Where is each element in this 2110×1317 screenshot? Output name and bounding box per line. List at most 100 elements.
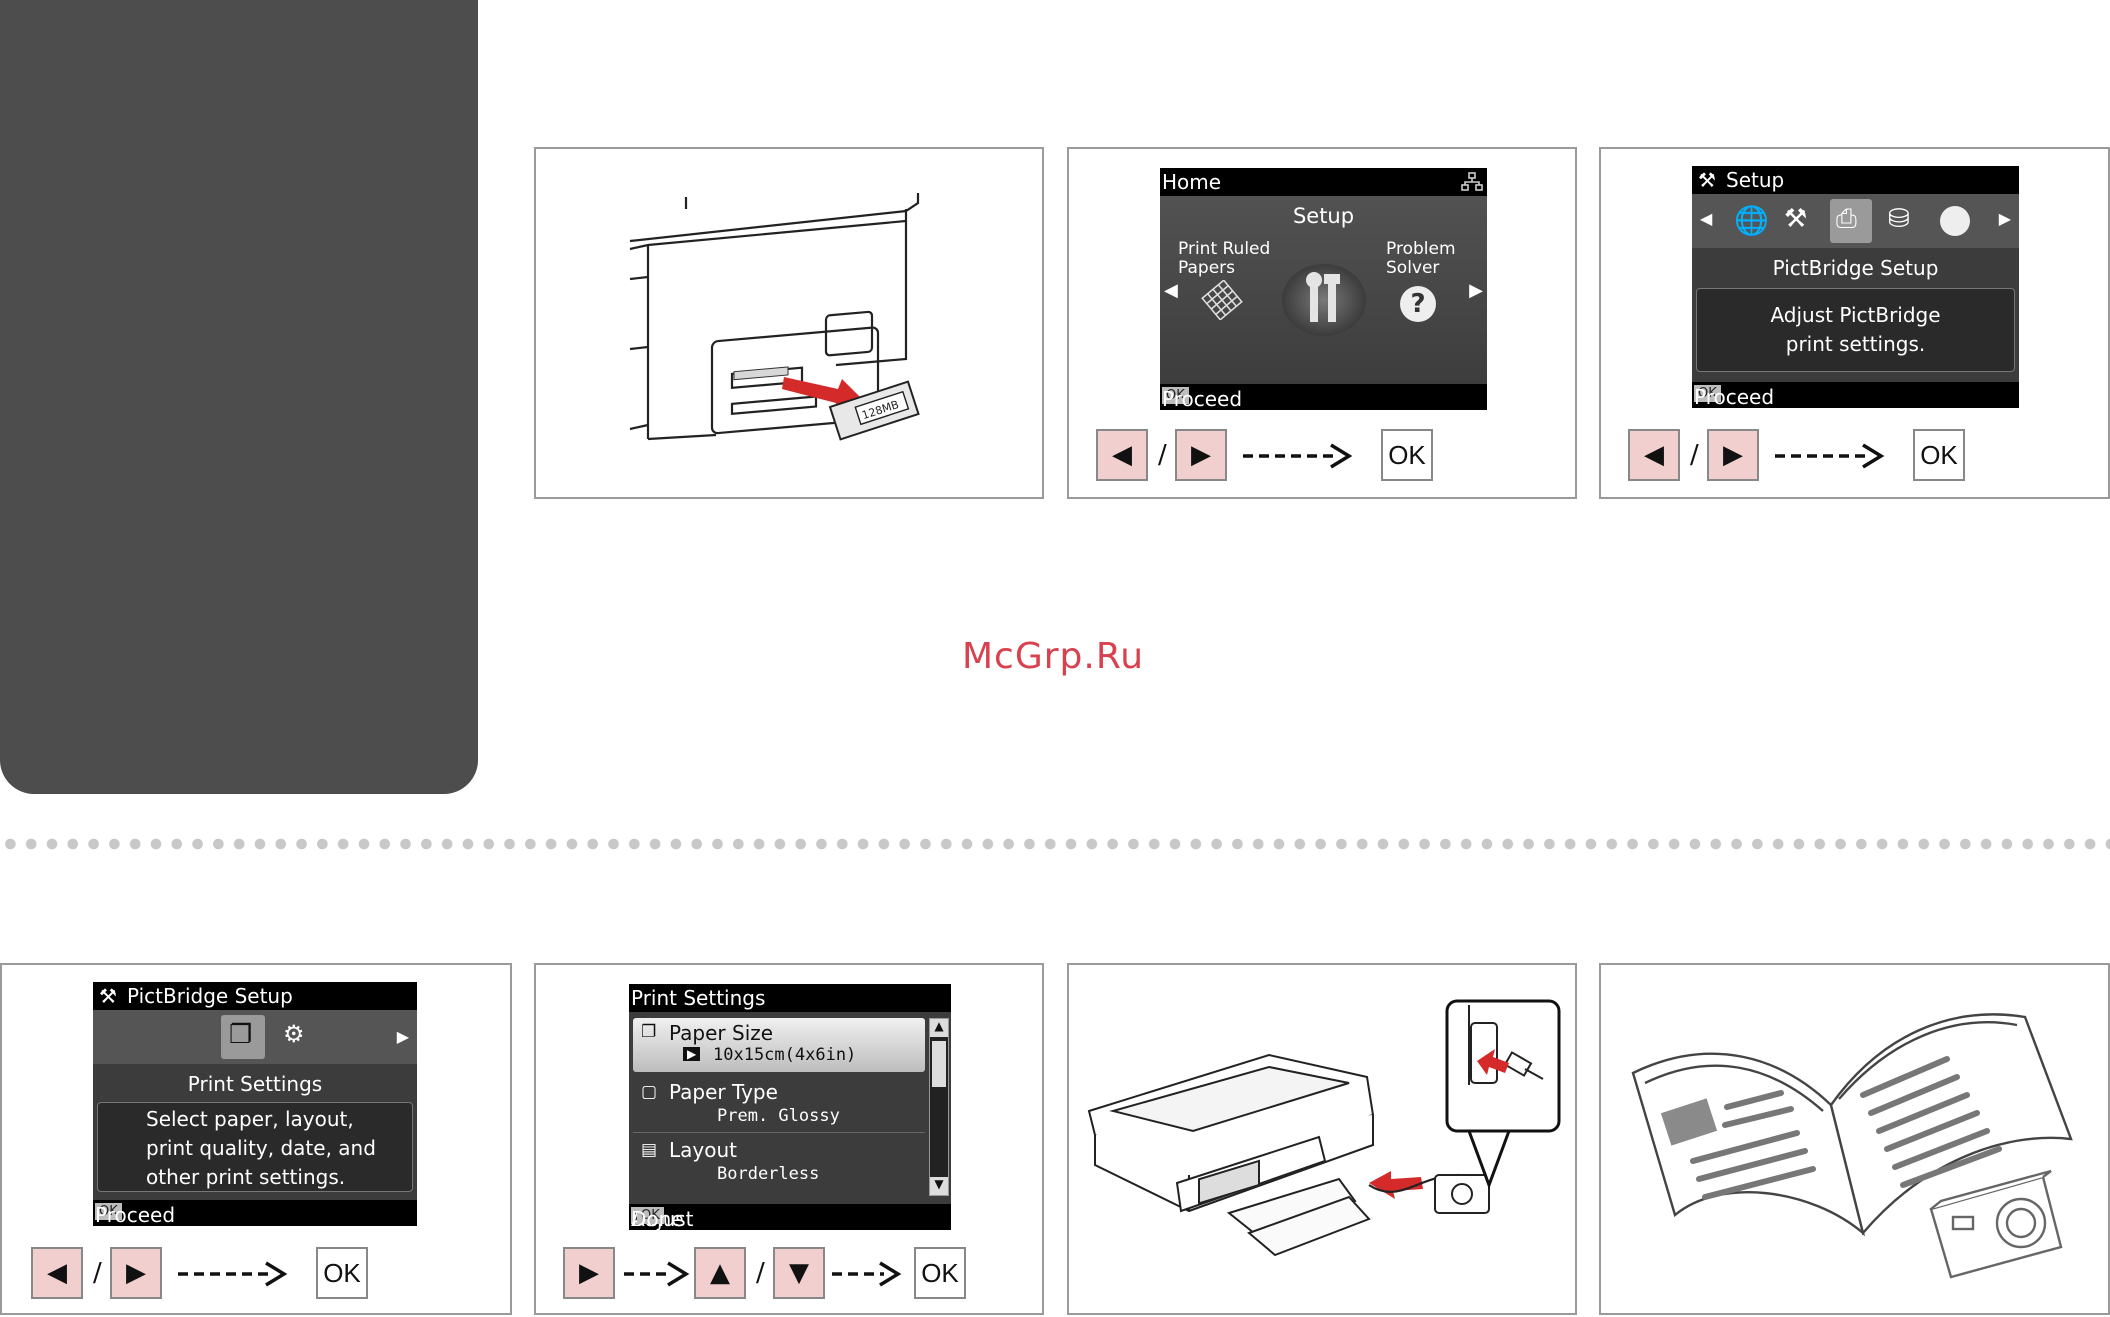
right-arrow-icon: ▶ xyxy=(1469,280,1483,301)
usb-insert-arrow xyxy=(1477,1049,1509,1075)
ok-button[interactable]: OK xyxy=(316,1247,368,1299)
scroll-up-icon[interactable]: ▲ xyxy=(930,1019,948,1037)
panel-connect-camera xyxy=(1067,963,1577,1315)
strip-right-arrow-icon: ▶ xyxy=(1998,209,2011,228)
down-triangle-icon: ▼ xyxy=(789,1258,809,1288)
lcd-heading: Setup xyxy=(1292,204,1355,228)
scroll-thumb[interactable] xyxy=(932,1041,946,1087)
settings-row[interactable]: ▢ Paper Type Prem. Glossy xyxy=(633,1078,925,1133)
camera-small xyxy=(1434,1174,1490,1214)
pictbridge-icon: ⎙ xyxy=(1836,204,1857,234)
down-button[interactable]: ▼ xyxy=(773,1247,825,1299)
right-button[interactable]: ▶ xyxy=(110,1247,162,1299)
right-button[interactable]: ▶ xyxy=(563,1247,615,1299)
watermark: McGrp.Ru xyxy=(962,636,1145,677)
strip-left-arrow-icon: ◀ xyxy=(1700,209,1713,228)
left-button[interactable]: ◀ xyxy=(31,1247,83,1299)
right-triangle-icon: ▶ xyxy=(579,1258,599,1288)
lcd-pictbridge: ⚒ PictBridge Setup ❐ ⚙ ▶ Print Settings … xyxy=(93,982,417,1226)
left-arrow-icon: ◀ xyxy=(1164,280,1178,301)
lcd-title: PictBridge Setup xyxy=(127,984,293,1008)
lcd-print-settings: Print Settings ❐ Paper Size ▶ 10x15cm(4x… xyxy=(629,984,951,1230)
paper-size-icon: ❐ xyxy=(641,1022,657,1042)
left-button[interactable]: ◀ xyxy=(1096,429,1148,481)
strip-right-arrow-icon: ▶ xyxy=(396,1027,409,1046)
left-triangle-icon: ◀ xyxy=(1112,440,1132,470)
slash-separator: / xyxy=(756,1258,765,1288)
message-box: Adjust PictBridge print settings. xyxy=(1696,288,2015,372)
settings-row-selected[interactable]: ❐ Paper Size ▶ 10x15cm(4x6in) xyxy=(633,1018,925,1072)
layout-icon: ▤ xyxy=(641,1140,658,1160)
setup-small-icon: ⚒ xyxy=(1698,168,1716,192)
maintenance-icon: ⚒ xyxy=(1784,204,1808,234)
insert-arrow xyxy=(1369,1171,1423,1199)
print-settings-icon: ❐ xyxy=(229,1020,253,1050)
ok-button[interactable]: OK xyxy=(1913,429,1965,481)
right-button[interactable]: ▶ xyxy=(1707,429,1759,481)
print-settings-icon-selected xyxy=(221,1015,265,1059)
help-icon: ? xyxy=(1400,286,1436,322)
up-triangle-icon: ▲ xyxy=(710,1258,730,1288)
right-triangle-icon: ▶ xyxy=(1191,440,1211,470)
lcd-title: Home xyxy=(1162,170,1222,194)
right-triangle-icon: ▶ xyxy=(1723,440,1743,470)
lcd-title-bar: Print Settings xyxy=(629,984,951,1012)
memory-card: 128MB xyxy=(828,380,920,441)
ok-button[interactable]: OK xyxy=(1381,429,1433,481)
icon-strip: ◀ 🌐 ⚒ ⎙ ⛁ ▶ xyxy=(1692,194,2019,248)
section-tab xyxy=(0,0,478,794)
setup-tools-icon xyxy=(1306,272,1340,322)
right-option: Problem Solver xyxy=(1386,239,1456,278)
adjust-arrow-icon: ▶ xyxy=(683,1047,701,1061)
lcd-title-bar: Home xyxy=(1160,168,1487,196)
scrollbar[interactable]: ▲ ▼ xyxy=(929,1018,949,1196)
settings-row[interactable]: ▤ Layout Borderless xyxy=(641,1138,820,1184)
lcd-home: Home Setup Print Ruled Papers Problem So… xyxy=(1160,168,1487,410)
dashed-arrow-icon xyxy=(832,1261,902,1287)
lcd-title-bar: ⚒ Setup xyxy=(1692,166,2019,194)
left-option: Print Ruled Papers xyxy=(1178,239,1271,278)
message-box: Select paper, layout, print quality, dat… xyxy=(97,1102,413,1192)
left-triangle-icon: ◀ xyxy=(47,1258,67,1288)
slash-separator: / xyxy=(1158,440,1167,470)
scroll-down-icon[interactable]: ▼ xyxy=(930,1177,948,1195)
slash-separator: / xyxy=(1690,440,1699,470)
lcd-title: Setup xyxy=(1726,168,1785,192)
panel-home-screen: Home Setup Print Ruled Papers Problem So… xyxy=(1067,147,1577,499)
setup-small-icon: ⚒ xyxy=(99,984,117,1008)
paper-type-icon: ▢ xyxy=(641,1082,658,1102)
panel-print-settings-screen: Print Settings ❐ Paper Size ▶ 10x15cm(4x… xyxy=(534,963,1044,1315)
lcd-title-bar: ⚒ PictBridge Setup xyxy=(93,982,417,1010)
printer-camera-illustration xyxy=(1087,999,1561,1257)
manual-photo-block xyxy=(1660,1098,1718,1146)
card-slot-illustration: 128MB xyxy=(629,193,920,441)
right-button[interactable]: ▶ xyxy=(1175,429,1227,481)
ok-button[interactable]: OK xyxy=(914,1247,966,1299)
left-button[interactable]: ◀ xyxy=(1628,429,1680,481)
right-triangle-icon: ▶ xyxy=(126,1258,146,1288)
restore-icon xyxy=(1940,206,1970,236)
adjustments-icon: ⚙ xyxy=(283,1020,305,1048)
dashed-arrow-icon xyxy=(178,1261,288,1287)
dashed-arrow-icon xyxy=(624,1261,690,1287)
zoom-callout xyxy=(1445,999,1561,1190)
dashed-arrow-icon xyxy=(1243,443,1353,469)
panel-pictbridge-screen: ⚒ PictBridge Setup ❐ ⚙ ▶ Print Settings … xyxy=(0,963,512,1315)
slash-separator: / xyxy=(93,1258,102,1288)
network-settings-icon: ⛁ xyxy=(1888,204,1910,234)
dotted-divider xyxy=(0,837,2110,851)
network-icon xyxy=(1461,172,1483,191)
panel-manual xyxy=(1599,963,2110,1315)
left-triangle-icon: ◀ xyxy=(1644,440,1664,470)
lcd-title: Print Settings xyxy=(631,986,766,1010)
up-button[interactable]: ▲ xyxy=(694,1247,746,1299)
ruled-paper-icon xyxy=(1201,280,1243,320)
dashed-arrow-icon xyxy=(1775,443,1885,469)
lcd-heading: PictBridge Setup xyxy=(1772,256,1939,280)
pictbridge-icon-selected xyxy=(1830,199,1872,243)
globe-icon: 🌐 xyxy=(1734,204,1769,237)
